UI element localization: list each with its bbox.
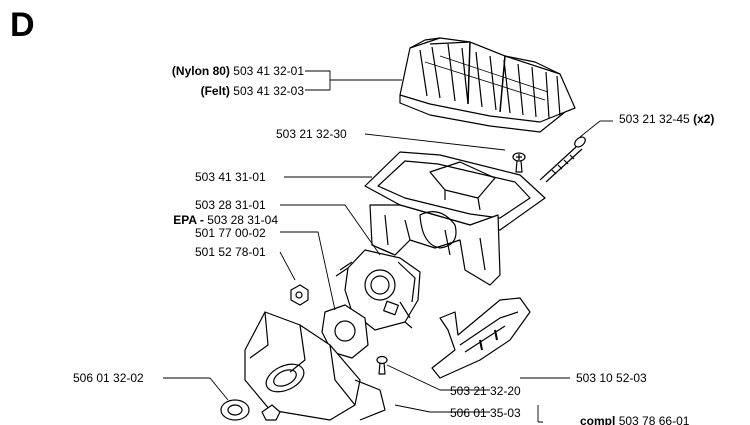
air-filter-drawing (399, 37, 576, 133)
part-number-air-filter-nylon: 503 41 32-01 (233, 64, 304, 78)
carburetor-drawing (335, 249, 421, 331)
label-screw-long-qty: (x2) (693, 112, 715, 126)
part-number-compl: 503 78 66-01 (618, 414, 690, 425)
lever-bracket-drawing (431, 297, 531, 379)
label-lever-bracket: 503 10 52-03 (576, 371, 647, 385)
gasket-drawing (321, 304, 369, 359)
housing-drawing (369, 204, 501, 286)
intake-housing-drawing (244, 311, 386, 421)
label-bushing: 506 01 32-02 (73, 371, 144, 385)
label-screw-long: 503 21 32-45 (x2) (619, 112, 714, 126)
label-carburetor-epa: EPA - 503 28 31-04 (173, 213, 278, 227)
screw-intake-drawing (376, 355, 388, 375)
label-air-filter-nylon: (Nylon 80) 503 41 32-01 (172, 64, 304, 78)
label-filter-holder: 503 41 31-01 (195, 170, 266, 184)
label-air-filter-nylon-prefix: (Nylon 80) (171, 64, 230, 78)
nut-drawing (290, 284, 309, 306)
screw-long-drawing (539, 136, 586, 183)
label-compl: compl 503 78 66-01 (580, 414, 689, 425)
label-screw-intake: 503 21 32-20 (450, 384, 521, 398)
label-carburetor-epa-prefix: EPA - (173, 213, 204, 227)
part-number-carburetor-epa: 503 28 31-04 (207, 213, 278, 227)
part-number-air-filter-felt: 503 41 32-03 (233, 84, 304, 98)
label-carburetor: 503 28 31-01 (195, 198, 266, 212)
label-nut: 501 52 78-01 (195, 245, 266, 259)
label-intake-housing: 506 01 35-03 (450, 406, 521, 420)
screw-small-drawing (512, 152, 526, 173)
section-letter: D (10, 6, 35, 44)
label-air-filter-felt-prefix: (Felt) (200, 84, 230, 98)
part-number-screw-long: 503 21 32-45 (619, 112, 690, 126)
bushing-drawing (220, 399, 281, 421)
label-screw-small: 503 21 32-30 (276, 127, 347, 141)
label-compl-prefix: compl (580, 414, 616, 425)
filter-holder-drawing (364, 151, 546, 231)
leader-lines (163, 70, 613, 423)
label-gasket: 501 77 00-02 (195, 226, 266, 240)
label-air-filter-felt: (Felt) 503 41 32-03 (201, 84, 304, 98)
